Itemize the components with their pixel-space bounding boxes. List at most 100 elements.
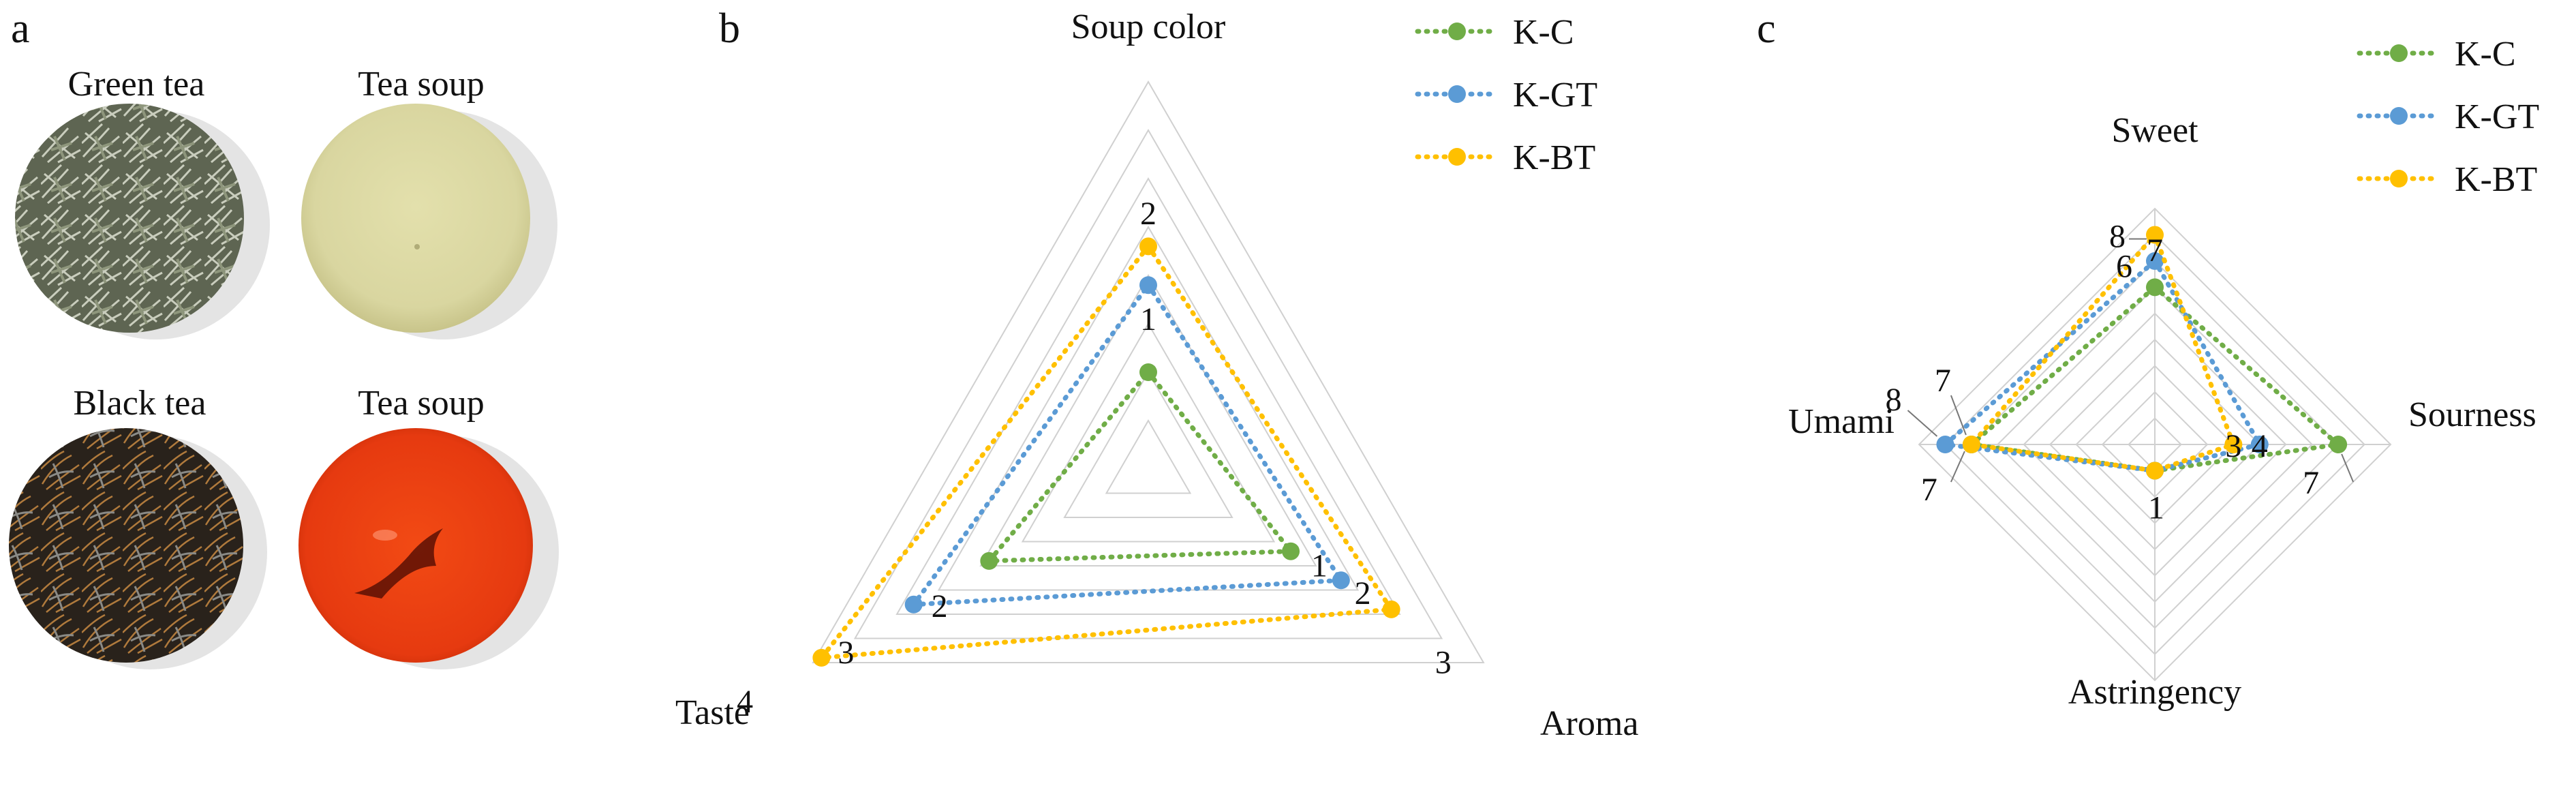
point-k-gt-aroma (1332, 571, 1350, 590)
point-k-bt-taste (812, 648, 831, 667)
legend-marker-k-c (1448, 22, 1466, 40)
point-k-bt-umami (1962, 436, 1980, 453)
point-k-gt-sourness (2250, 436, 2269, 453)
radar-b-grid (812, 80, 1485, 663)
axis-label-taste: Taste (675, 693, 750, 732)
grid-ring-5 (937, 225, 1360, 591)
radar-b-series (812, 237, 1400, 667)
legend-label-k-gt: K-GT (2455, 97, 2539, 136)
series-k-gt (904, 276, 1350, 614)
legend-marker-k-gt (2390, 107, 2408, 125)
data-label-k-gt-sourness: 4 (2252, 428, 2268, 464)
point-k-gt-umami (1936, 436, 1954, 453)
panel-c-letter: c (1757, 5, 1776, 52)
legend-marker-k-c (2390, 44, 2408, 62)
point-k-gt-taste (904, 595, 923, 614)
panel-a: a Green tea Tea soup Black tea Tea soup (9, 5, 559, 669)
panel-a-letter: a (11, 5, 30, 52)
series-k-c (980, 363, 1300, 570)
series-k-bt (812, 237, 1400, 667)
point-k-c-aroma (1282, 542, 1300, 560)
point-k-bt-sourness (2224, 436, 2243, 453)
data-label-k-gt-soup-color: 1 (1140, 301, 1156, 337)
data-label-k-bt-sweet: 8 (2109, 218, 2126, 254)
axis-label-umami: Umami (1788, 402, 1895, 441)
data-label-k-bt-taste: 3 (838, 635, 854, 671)
data-label-k-bt-sourness: 3 (2225, 428, 2241, 464)
legend-item-k-gt: K-GT (2357, 97, 2539, 136)
grid-ring-2 (1063, 370, 1233, 518)
series-line-k-gt (908, 281, 1346, 607)
grid-ring-3 (1021, 322, 1276, 543)
photo-label-green-soup: Tea soup (358, 65, 485, 104)
point-k-bt-astringency (2146, 462, 2164, 480)
legend-label-k-bt: K-BT (2455, 160, 2537, 199)
leader-line-k-c-umami (1950, 451, 1965, 483)
data-label-k-bt-aroma: 2 (1355, 575, 1371, 611)
axis-label-soup-color: Soup color (1071, 7, 1226, 46)
photo-label-black-soup: Tea soup (358, 384, 485, 423)
data-label-k-bt-astringency: 1 (2148, 489, 2164, 526)
leader-line-k-gt-umami (1907, 410, 1938, 437)
legend-marker-k-bt (2390, 170, 2408, 187)
legend-label-k-c: K-C (1513, 13, 1574, 52)
data-label-k-gt-aroma: 1 (1311, 547, 1328, 584)
point-k-c-taste (980, 551, 998, 570)
ring-label-aroma: 3 (1435, 645, 1452, 681)
axis-label-astringency: Astringency (2068, 673, 2241, 712)
axis-label-sweet: Sweet (2111, 111, 2198, 150)
legend-item-k-gt: K-GT (1415, 76, 1597, 115)
axis-label-sourness: Sourness (2408, 395, 2536, 434)
leader-line-k-bt-umami (1950, 395, 1967, 436)
legend-item-k-c: K-C (1415, 13, 1574, 52)
axis-label-aroma: Aroma (1540, 704, 1638, 743)
series-line-k-bt (1967, 230, 2237, 474)
black-tea-soup-photo (298, 428, 559, 669)
green-tea-soup-photo (301, 104, 557, 339)
point-k-bt-soup-color (1139, 237, 1157, 256)
data-label-k-c-sourness: 7 (2303, 465, 2319, 501)
green-tea-photo (15, 104, 270, 339)
radar-c-grid (1918, 207, 2392, 682)
grid-ring-8 (812, 80, 1485, 663)
series-line-k-c (983, 368, 1296, 564)
grid-ring-7 (853, 128, 1443, 639)
data-label-k-bt-umami: 7 (1935, 363, 1951, 399)
point-k-bt-sweet (2146, 226, 2164, 244)
point-k-c-sourness (2329, 436, 2348, 453)
radar-b-legend: K-C K-GT K-BT (1415, 13, 1597, 177)
legend-item-k-bt: K-BT (2357, 160, 2537, 199)
panel-b-letter: b (719, 5, 740, 52)
grid-ring-1 (1105, 419, 1192, 494)
legend-item-k-c: K-C (2357, 35, 2516, 74)
ring-label-taste: 4 (737, 684, 753, 720)
point-k-bt-aroma (1382, 600, 1400, 618)
leader-line-k-c-sourness (2341, 453, 2355, 483)
legend-marker-k-bt (1448, 148, 1466, 166)
legend-label-k-gt: K-GT (1513, 76, 1597, 115)
legend-marker-k-gt (1448, 85, 1466, 103)
data-label-k-gt-umami: 8 (1885, 382, 1901, 418)
data-label-k-gt-taste: 2 (932, 588, 948, 624)
data-label-k-c-sweet: 6 (2116, 248, 2132, 284)
grid-ring-4 (979, 273, 1317, 566)
series-k-bt (1962, 226, 2243, 480)
ring-label-soup-color: 2 (1140, 196, 1156, 232)
radar-c-series (1936, 226, 2348, 480)
legend-item-k-bt: K-BT (1415, 138, 1595, 177)
black-tea-photo (9, 428, 267, 669)
point-k-c-soup-color (1139, 363, 1157, 381)
photo-label-green-tea: Green tea (68, 65, 205, 104)
radar-c-legend: K-C K-GT K-BT (2357, 35, 2539, 199)
legend-label-k-bt: K-BT (1513, 138, 1595, 177)
point-k-gt-soup-color (1139, 276, 1157, 294)
data-label-k-gt-sweet: 7 (2147, 232, 2163, 269)
panel-c: c SweetSournessAstringencyUmami677748831… (1757, 5, 2539, 712)
point-k-gt-sweet (2146, 252, 2164, 270)
grid-ring-6 (895, 177, 1401, 615)
data-label-k-c-umami: 7 (1921, 472, 1937, 508)
photo-label-black-tea: Black tea (74, 384, 206, 423)
